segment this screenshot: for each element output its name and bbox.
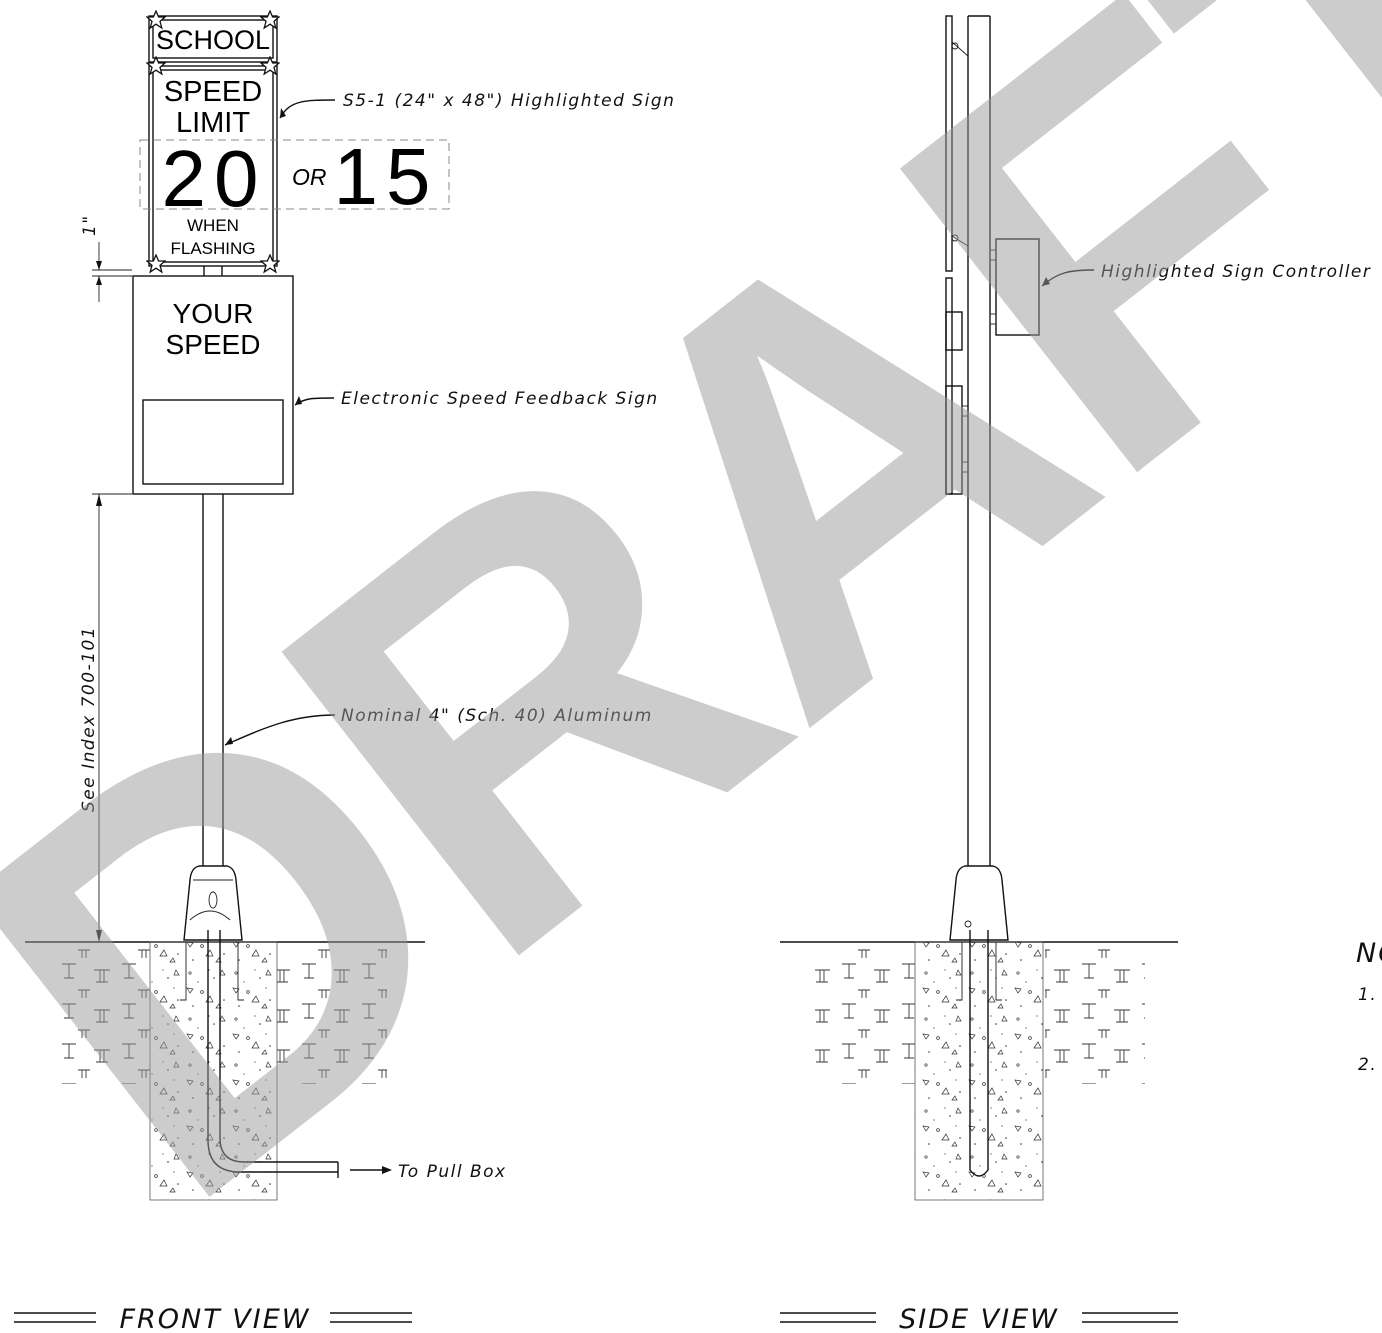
concrete-foundation (149, 941, 278, 1201)
sign-alt-speed-value: 15 (334, 132, 439, 221)
side-breakaway-base (949, 865, 1009, 941)
label-controller: Highlighted Sign Controller (1101, 262, 1371, 282)
sign-controller-box (995, 238, 1040, 336)
beacon-star-icon (260, 56, 280, 75)
label-pull-box: To Pull Box (398, 1162, 507, 1182)
feedback-your-text: YOUR (173, 298, 254, 329)
view-titles: FRONT VIEW SIDE VIEW (14, 1304, 1178, 1333)
sign-speed-value: 20 (162, 134, 267, 223)
conduit (207, 930, 338, 1173)
school-plaque (148, 15, 278, 63)
side-view: Highlighted Sign Controller (780, 15, 1371, 1201)
sign-flashing-text: FLASHING (170, 239, 255, 258)
sign-speed-text: SPEED (164, 76, 262, 108)
beacon-star-icon (260, 254, 280, 273)
label-post: Nominal 4" (Sch. 40) Aluminum (341, 706, 653, 726)
label-feedback-sign: Electronic Speed Feedback Sign (341, 389, 659, 409)
breakaway-base (183, 865, 243, 941)
speed-limit-sign (148, 65, 278, 267)
front-view: SCHOOL SPEED LIMIT 20 WHEN FLASHING OR 1… (25, 10, 675, 1201)
sign-school-text: SCHOOL (156, 25, 270, 55)
speed-feedback-sign (132, 275, 294, 495)
notes-heading: NO (1356, 938, 1382, 969)
note-item-1: 1. (1358, 985, 1377, 1005)
side-sign-panel (945, 15, 953, 272)
label-index-reference: See Index 700-101 (79, 626, 99, 812)
sign-when-text: WHEN (187, 216, 239, 235)
leader-line (279, 99, 336, 119)
feedback-speed-text: SPEED (166, 329, 261, 360)
feedback-display-screen (142, 399, 284, 485)
sign-or-text: OR (292, 164, 327, 190)
side-conduit (969, 930, 989, 1177)
label-gap-dimension: 1" (80, 214, 100, 236)
front-view-title: FRONT VIEW (119, 1304, 310, 1333)
label-highlighted-sign: S5-1 (24" x 48") Highlighted Sign (343, 91, 675, 111)
side-concrete-foundation (914, 941, 1044, 1201)
sign-limit-text: LIMIT (176, 107, 250, 139)
notes-section: NO 1. 2. (1356, 938, 1382, 1075)
note-item-2: 2. (1358, 1055, 1377, 1075)
alternate-speed-box (139, 139, 450, 210)
side-view-title: SIDE VIEW (899, 1304, 1059, 1333)
